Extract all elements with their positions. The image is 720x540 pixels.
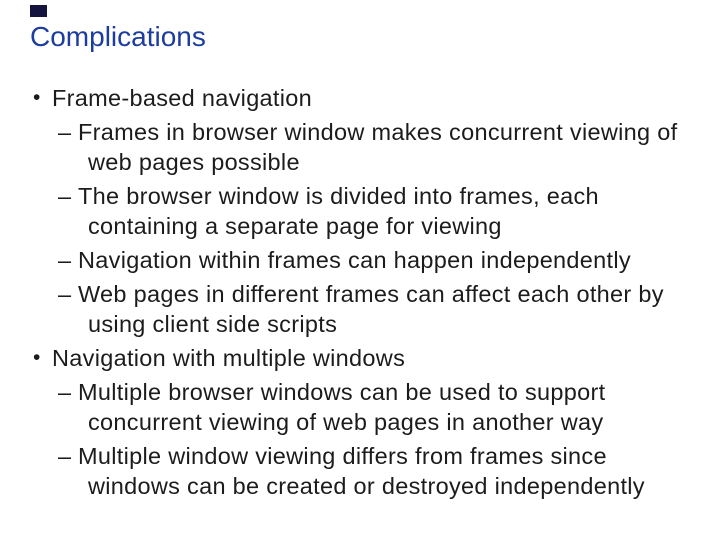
list-item-line: Navigation with multiple windows (52, 345, 406, 371)
list-item-line: Web pages in different frames can affect… (78, 281, 664, 307)
list-item-line: Navigation within frames can happen inde… (78, 247, 631, 273)
dash-marker: – (58, 119, 72, 145)
list-item-line: windows can be created or destroyed inde… (88, 473, 645, 499)
list-item-line: Multiple window viewing differs from fra… (78, 443, 607, 469)
list-item: –Navigation within frames can happen ind… (0, 245, 720, 275)
dash-marker: – (58, 443, 72, 469)
page-title: Complications (30, 21, 206, 52)
list-item: • Frame-based navigation (0, 83, 720, 113)
bullet-marker: • (33, 346, 41, 369)
dash-marker: – (58, 183, 72, 209)
list-item-line: The browser window is divided into frame… (78, 183, 599, 209)
list-item-line: containing a separate page for viewing (88, 213, 502, 239)
dash-marker: – (58, 281, 72, 307)
list-item-line: Multiple browser windows can be used to … (78, 379, 606, 405)
list-item-line: using client side scripts (88, 311, 338, 337)
bullet-marker: • (33, 86, 41, 109)
list-item-line: Frame-based navigation (52, 85, 313, 111)
list-item: –Multiple browser windows can be used to… (0, 377, 720, 437)
list-item-line: Frames in browser window makes concurren… (78, 119, 678, 145)
dash-marker: – (58, 379, 72, 405)
list-item: –Multiple window viewing differs from fr… (0, 441, 720, 501)
list-item-line: concurrent viewing of web pages in anoth… (88, 409, 604, 435)
corner-mark (30, 5, 47, 17)
list-item: • Navigation with multiple windows (0, 343, 720, 373)
dash-marker: – (58, 247, 72, 273)
bullet-list: •Frame-based navigation–Frames in browse… (0, 83, 720, 505)
list-item: –Frames in browser window makes concurre… (0, 117, 720, 177)
list-item-line: web pages possible (88, 149, 300, 175)
list-item: –The browser window is divided into fram… (0, 181, 720, 241)
list-item: –Web pages in different frames can affec… (0, 279, 720, 339)
